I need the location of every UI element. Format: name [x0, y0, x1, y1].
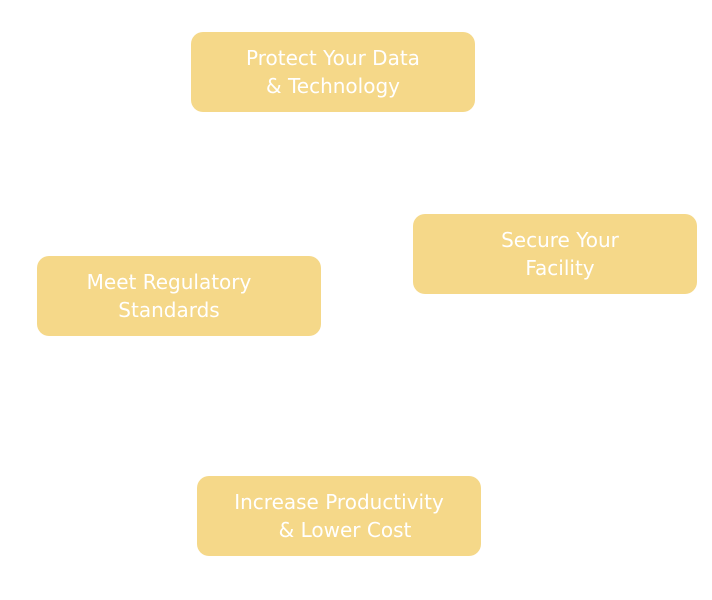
node-label-line: & Technology [266, 74, 400, 98]
node-label-line: Facility [525, 256, 595, 280]
node-label-line: & Lower Cost [278, 518, 412, 542]
node-label-line: Increase Productivity [234, 490, 444, 514]
node-label-line: Protect Your Data [246, 46, 420, 70]
node-label-line: Meet Regulatory [86, 270, 252, 294]
node-protect-data-technology: Protect Your Data & Technology [191, 32, 475, 112]
node-increase-productivity-lower-cost: Increase Productivity & Lower Cost [197, 476, 481, 556]
node-label-line: Standards [118, 298, 220, 322]
node-secure-facility: Secure Your Facility [413, 214, 697, 294]
node-label-line: Secure Your [501, 228, 619, 252]
node-meet-regulatory-standards: Meet Regulatory Standards [37, 256, 321, 336]
